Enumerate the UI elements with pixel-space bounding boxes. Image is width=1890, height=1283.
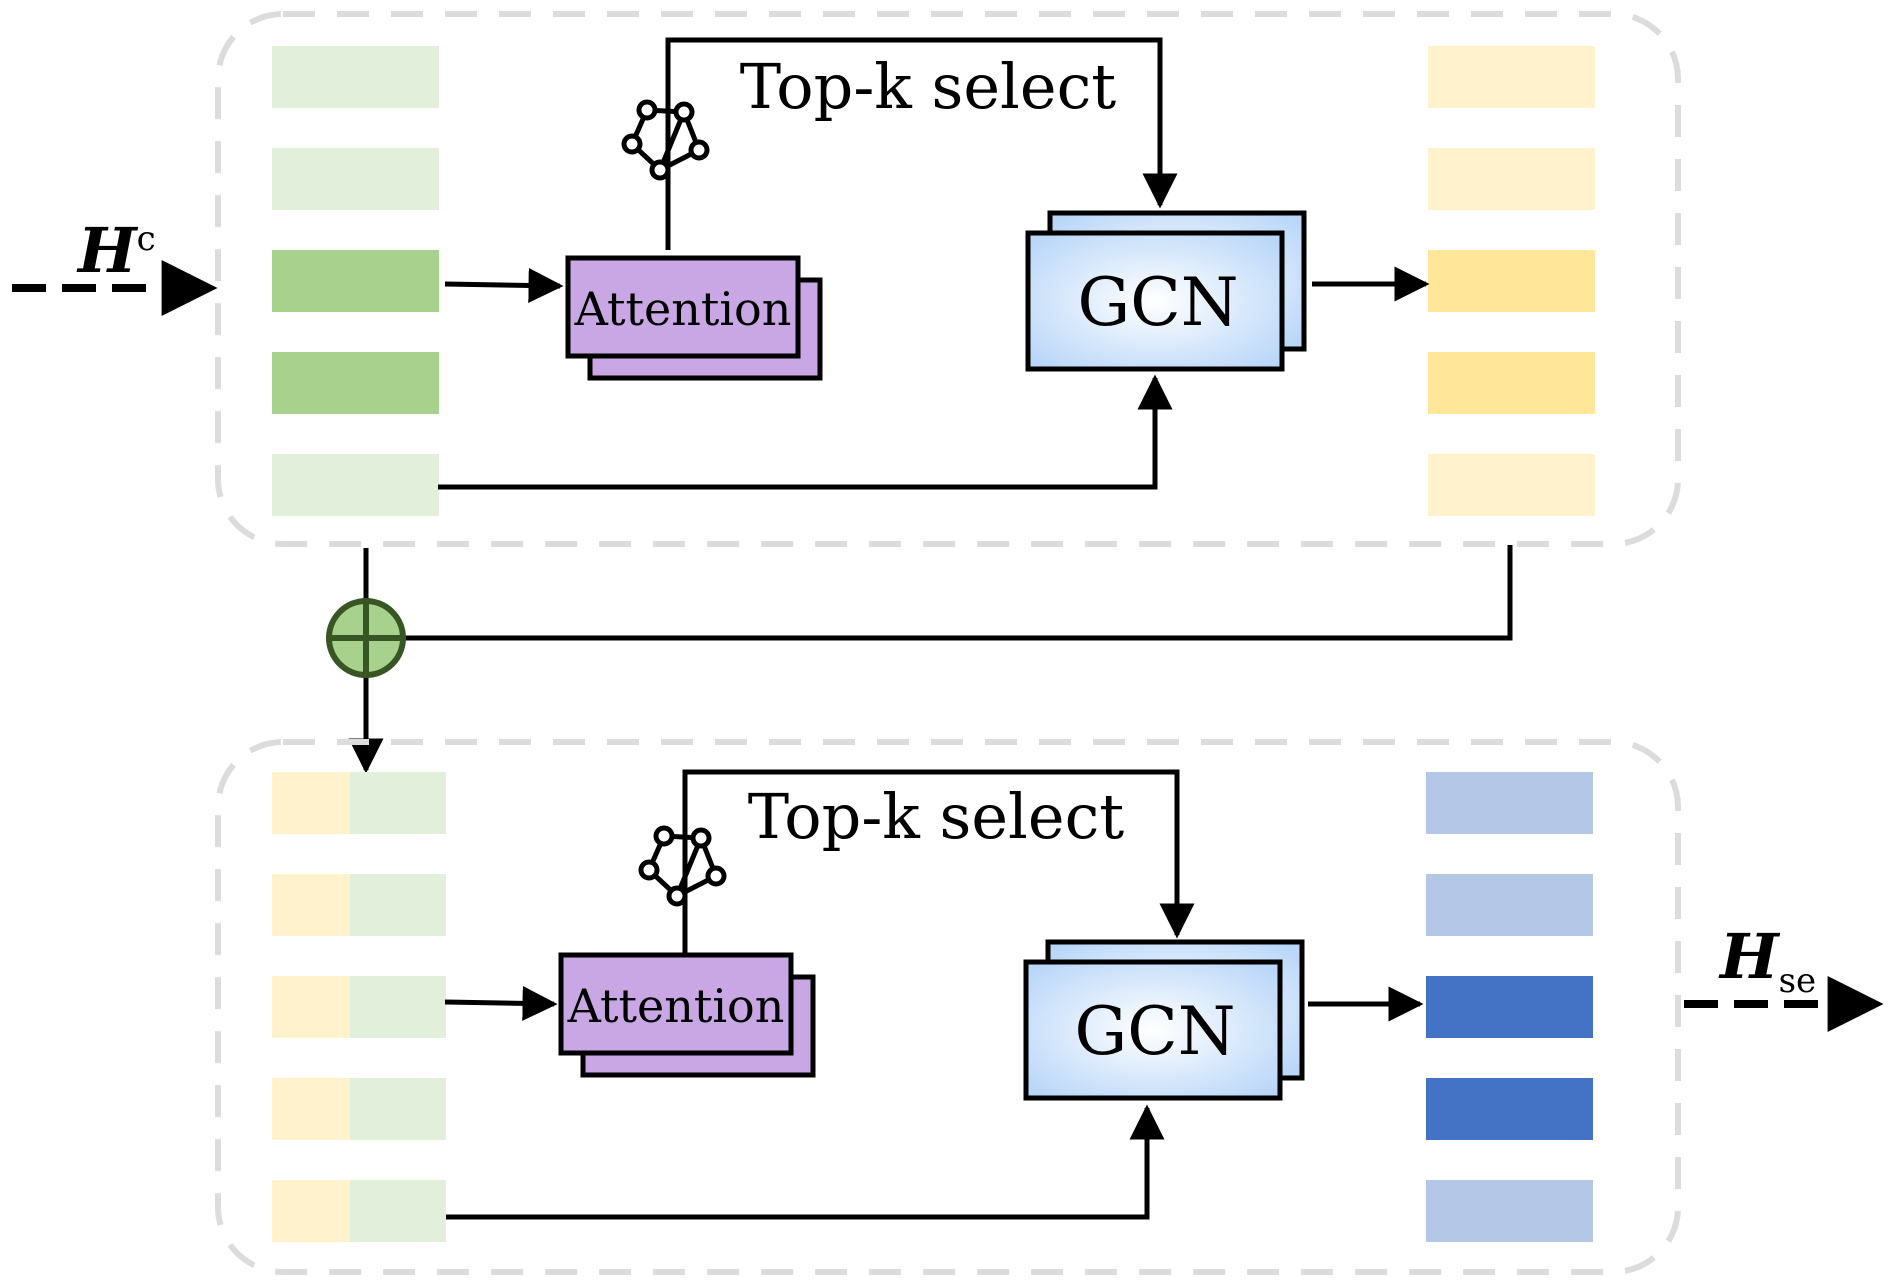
module-2-output-token-1 bbox=[1426, 772, 1593, 834]
module-2-output-token-2 bbox=[1426, 874, 1593, 936]
module-1-output-token-5 bbox=[1428, 454, 1595, 516]
sum-icon bbox=[326, 598, 406, 678]
output-subscript: se bbox=[1779, 961, 1817, 1001]
module-2-topk-label: Top-k select bbox=[748, 780, 1125, 853]
module-1-gcn-label: GCN bbox=[1078, 264, 1239, 341]
module-1-output-token-3 bbox=[1428, 250, 1595, 312]
module-1-input-token-2 bbox=[272, 148, 439, 210]
module-2-attention-block: Attention bbox=[558, 952, 816, 1078]
graph-icon bbox=[638, 825, 727, 907]
module-2-input-token-2-part-b bbox=[350, 874, 446, 936]
module-2-output-token-5 bbox=[1426, 1180, 1593, 1242]
module-2-input-token-1-part-b bbox=[350, 772, 446, 834]
module-1-output-token-1 bbox=[1428, 46, 1595, 108]
module-2: Top-k select Attention GCN bbox=[215, 739, 1681, 1275]
module-2-input-token-3-part-b bbox=[350, 976, 446, 1038]
input-hc: Hc bbox=[12, 214, 218, 316]
module-1-input-token-4 bbox=[272, 352, 439, 414]
module-2-input-token-4-part-a bbox=[272, 1078, 350, 1140]
svg-text:Hc: Hc bbox=[76, 214, 156, 287]
module-2-input-token-4-part-b bbox=[350, 1078, 446, 1140]
residual-connection bbox=[326, 545, 1513, 774]
module-2-input-token-3-part-a bbox=[272, 976, 350, 1038]
module-1-input-token-3 bbox=[272, 250, 439, 312]
module-2-input-tokens bbox=[272, 772, 446, 1242]
module-1-output-tokens bbox=[1428, 46, 1595, 516]
module-2-gcn-block: GCN bbox=[1023, 939, 1305, 1101]
module-1-input-token-5 bbox=[272, 454, 439, 516]
graph-icon bbox=[621, 99, 710, 181]
module-2-output-token-4 bbox=[1426, 1078, 1593, 1140]
module-2-topk-path bbox=[682, 769, 1195, 955]
module-1-output-token-2 bbox=[1428, 148, 1595, 210]
module-2-output-tokens bbox=[1426, 772, 1593, 1242]
module-2-input-token-5-part-b bbox=[350, 1180, 446, 1242]
module-2-output-token-3 bbox=[1426, 976, 1593, 1038]
module-2-border bbox=[215, 739, 1681, 1275]
module-1: Top-k select Attention GCN bbox=[215, 11, 1681, 547]
module-1-attention-block: Attention bbox=[565, 255, 823, 381]
module-1-output-token-4 bbox=[1428, 352, 1595, 414]
module-2-input-token-1-part-a bbox=[272, 772, 350, 834]
module-1-gcn-block: GCN bbox=[1025, 210, 1307, 372]
module-2-gcn-label: GCN bbox=[1075, 993, 1236, 1070]
output-label: H bbox=[1718, 920, 1781, 993]
module-2-input-token-2-part-a bbox=[272, 874, 350, 936]
module-1-border bbox=[215, 11, 1681, 547]
module-1-input-tokens bbox=[272, 46, 439, 516]
module-2-input-token-5-part-a bbox=[272, 1180, 350, 1242]
input-superscript: c bbox=[137, 219, 156, 259]
module-1-input-token-1 bbox=[272, 46, 439, 108]
module-2-attention-label: Attention bbox=[567, 979, 785, 1033]
svg-text:Hse: Hse bbox=[1718, 920, 1816, 1001]
module-1-topk-label: Top-k select bbox=[740, 50, 1117, 123]
output-hse: Hse bbox=[1684, 920, 1884, 1032]
module-1-attention-label: Attention bbox=[574, 282, 792, 336]
input-label: H bbox=[76, 214, 139, 287]
